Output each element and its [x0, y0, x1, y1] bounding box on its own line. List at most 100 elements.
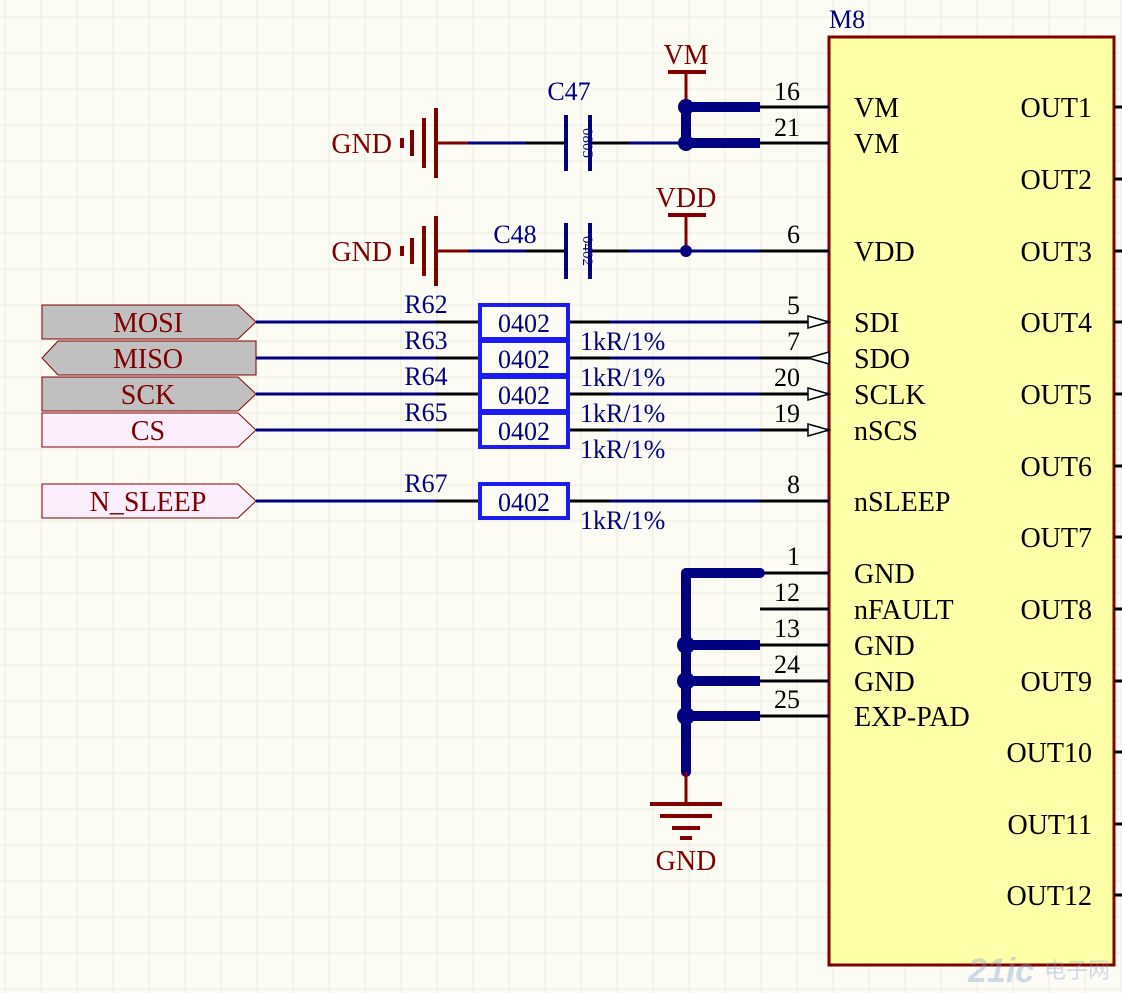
port-shape — [41, 304, 257, 340]
pin-number: 25 — [774, 685, 800, 714]
gnd-symbol-3[interactable]: GND — [650, 772, 722, 877]
res-package: 0402 — [498, 381, 550, 410]
watermark: 21ic 电子网 — [967, 952, 1110, 990]
gnd-symbol-2[interactable]: GND — [331, 216, 468, 286]
ic-body — [827, 35, 1116, 967]
gnd-symbol-1[interactable]: GND — [331, 108, 468, 178]
cap-package: 0805 — [579, 128, 595, 158]
port-shape — [41, 483, 257, 519]
res-ref: R63 — [404, 326, 447, 355]
pin-number: 20 — [774, 363, 800, 392]
port-label: SCK — [121, 380, 175, 411]
pin-name: OUT1 — [1020, 93, 1092, 124]
pin-name: GND — [854, 667, 915, 698]
pin-number: 8 — [787, 470, 800, 499]
junction-dot — [677, 707, 695, 725]
res-ref: R67 — [404, 469, 447, 498]
gnd-label: GND — [656, 846, 717, 877]
pin-number: 7 — [787, 327, 800, 356]
port-label: N_SLEEP — [90, 487, 207, 518]
port-label: CS — [131, 416, 165, 447]
pin-number: 24 — [774, 650, 800, 679]
res-value: 1kR/1% — [580, 399, 665, 428]
pin-name: SDO — [854, 344, 910, 375]
watermark-sub: 电子网 — [1044, 958, 1110, 983]
ic-m8[interactable]: M8 — [827, 5, 1116, 967]
pin-number: 6 — [787, 220, 800, 249]
pin-name: OUT3 — [1020, 237, 1092, 268]
pin-name: EXP-PAD — [854, 702, 970, 733]
pin-number: 13 — [774, 614, 800, 643]
port-mosi[interactable]: MOSI — [41, 304, 257, 340]
port-n-sleep[interactable]: N_SLEEP — [41, 483, 257, 519]
res-value: 1kR/1% — [580, 327, 665, 356]
pin-name: OUT10 — [1006, 738, 1092, 769]
pin-name: OUT6 — [1020, 452, 1092, 483]
port-cs[interactable]: CS — [41, 412, 257, 448]
vm-net[interactable]: VM — [628, 40, 760, 151]
pin-name: VM — [854, 129, 899, 160]
cap-package: 0402 — [579, 236, 595, 266]
input-arrow-icon — [807, 315, 832, 329]
pin-number: 19 — [774, 399, 800, 428]
pin-number: 12 — [774, 578, 800, 607]
port-label: MISO — [113, 344, 183, 375]
res-value: 1kR/1% — [580, 435, 665, 464]
resistor-r62[interactable]: 0402 R62 1kR/1% — [256, 290, 760, 356]
junction-dot — [677, 636, 695, 654]
vdd-net[interactable]: VDD — [628, 183, 760, 257]
pin-name: OUT11 — [1007, 810, 1092, 841]
gnd-label: GND — [331, 237, 392, 268]
res-ref: R62 — [404, 290, 447, 319]
pin-number: 1 — [787, 542, 800, 571]
res-value: 1kR/1% — [580, 506, 665, 535]
pin-name: nSLEEP — [854, 487, 950, 518]
pin-name: OUT5 — [1020, 380, 1092, 411]
pin-name: VDD — [854, 237, 915, 268]
pin-name: OUT4 — [1020, 308, 1092, 339]
res-ref: R65 — [404, 398, 447, 427]
resistor-r63[interactable]: 0402 R63 1kR/1% — [256, 326, 760, 392]
res-ref: R64 — [404, 362, 447, 391]
left-pins: 16 21 6 5 7 20 19 8 1 12 13 24 25 VM VM … — [760, 77, 970, 733]
pin-name: nSCS — [854, 416, 918, 447]
pin-name: VM — [854, 93, 899, 124]
res-body — [478, 411, 570, 449]
junction-dot — [678, 99, 694, 115]
pin-number: 16 — [774, 77, 800, 106]
ic-designator: M8 — [829, 5, 865, 34]
right-pins: OUT1 OUT2 OUT3 OUT4 OUT5 OUT6 OUT7 OUT8 … — [1006, 93, 1122, 912]
res-body — [478, 482, 570, 520]
res-package: 0402 — [498, 345, 550, 374]
gnd-bus[interactable] — [677, 568, 765, 777]
capacitor-c47[interactable]: C47 0805 — [468, 77, 628, 171]
pin-name: GND — [854, 631, 915, 662]
resistor-r65[interactable]: 0402 R65 1kR/1% — [256, 398, 760, 464]
res-package: 0402 — [498, 488, 550, 517]
watermark-main: 21ic — [967, 952, 1034, 990]
cap-ref: C48 — [493, 220, 536, 249]
res-value: 1kR/1% — [580, 363, 665, 392]
pin-name: OUT7 — [1020, 523, 1092, 554]
res-package: 0402 — [498, 309, 550, 338]
gnd-label: GND — [331, 129, 392, 160]
junction-dot — [677, 672, 695, 690]
port-shape — [41, 412, 257, 448]
input-arrow-icon — [807, 387, 832, 401]
port-miso[interactable]: MISO — [41, 340, 257, 376]
resistor-r67[interactable]: 0402 R67 1kR/1% — [256, 469, 760, 535]
vm-label: VM — [663, 40, 708, 71]
junction-dot — [680, 245, 692, 257]
capacitor-c48[interactable]: C48 0402 — [468, 220, 628, 279]
pin-number: 5 — [787, 291, 800, 320]
port-label: MOSI — [113, 308, 183, 339]
port-sck[interactable]: SCK — [41, 376, 257, 412]
vdd-label: VDD — [656, 183, 717, 214]
pin-name: OUT9 — [1020, 667, 1092, 698]
pin-number: 21 — [774, 113, 800, 142]
cap-ref: C47 — [547, 77, 590, 106]
pin-name: OUT12 — [1006, 881, 1092, 912]
pin-name: OUT8 — [1020, 595, 1092, 626]
input-arrow-icon — [807, 423, 832, 437]
